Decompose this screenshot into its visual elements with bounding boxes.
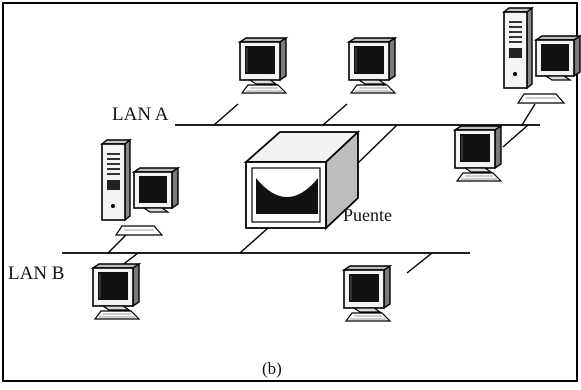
bridge-link-a: [358, 125, 397, 163]
computer-icon: [344, 266, 390, 321]
lan-a-drop: [503, 125, 528, 147]
workstation-icon: [102, 140, 178, 235]
computer-icon: [93, 264, 139, 319]
figure-caption: (b): [262, 359, 282, 378]
workstation-icon: [504, 8, 580, 103]
bridge-icon: [246, 132, 358, 228]
lan-a-drop: [214, 104, 238, 125]
computer-icon: [455, 126, 501, 181]
computer-icon: [349, 38, 395, 93]
lan-a-drop: [323, 104, 347, 125]
lan-b-label: LAN B: [8, 263, 64, 284]
bridge-label: Puente: [343, 205, 392, 225]
bridge-link-b: [240, 228, 268, 253]
computer-icon: [240, 38, 286, 93]
lan-b-drop: [407, 253, 432, 273]
lan-a-label: LAN A: [112, 104, 169, 125]
lan-a-drop: [522, 104, 535, 125]
lan-b-drop: [108, 233, 128, 253]
